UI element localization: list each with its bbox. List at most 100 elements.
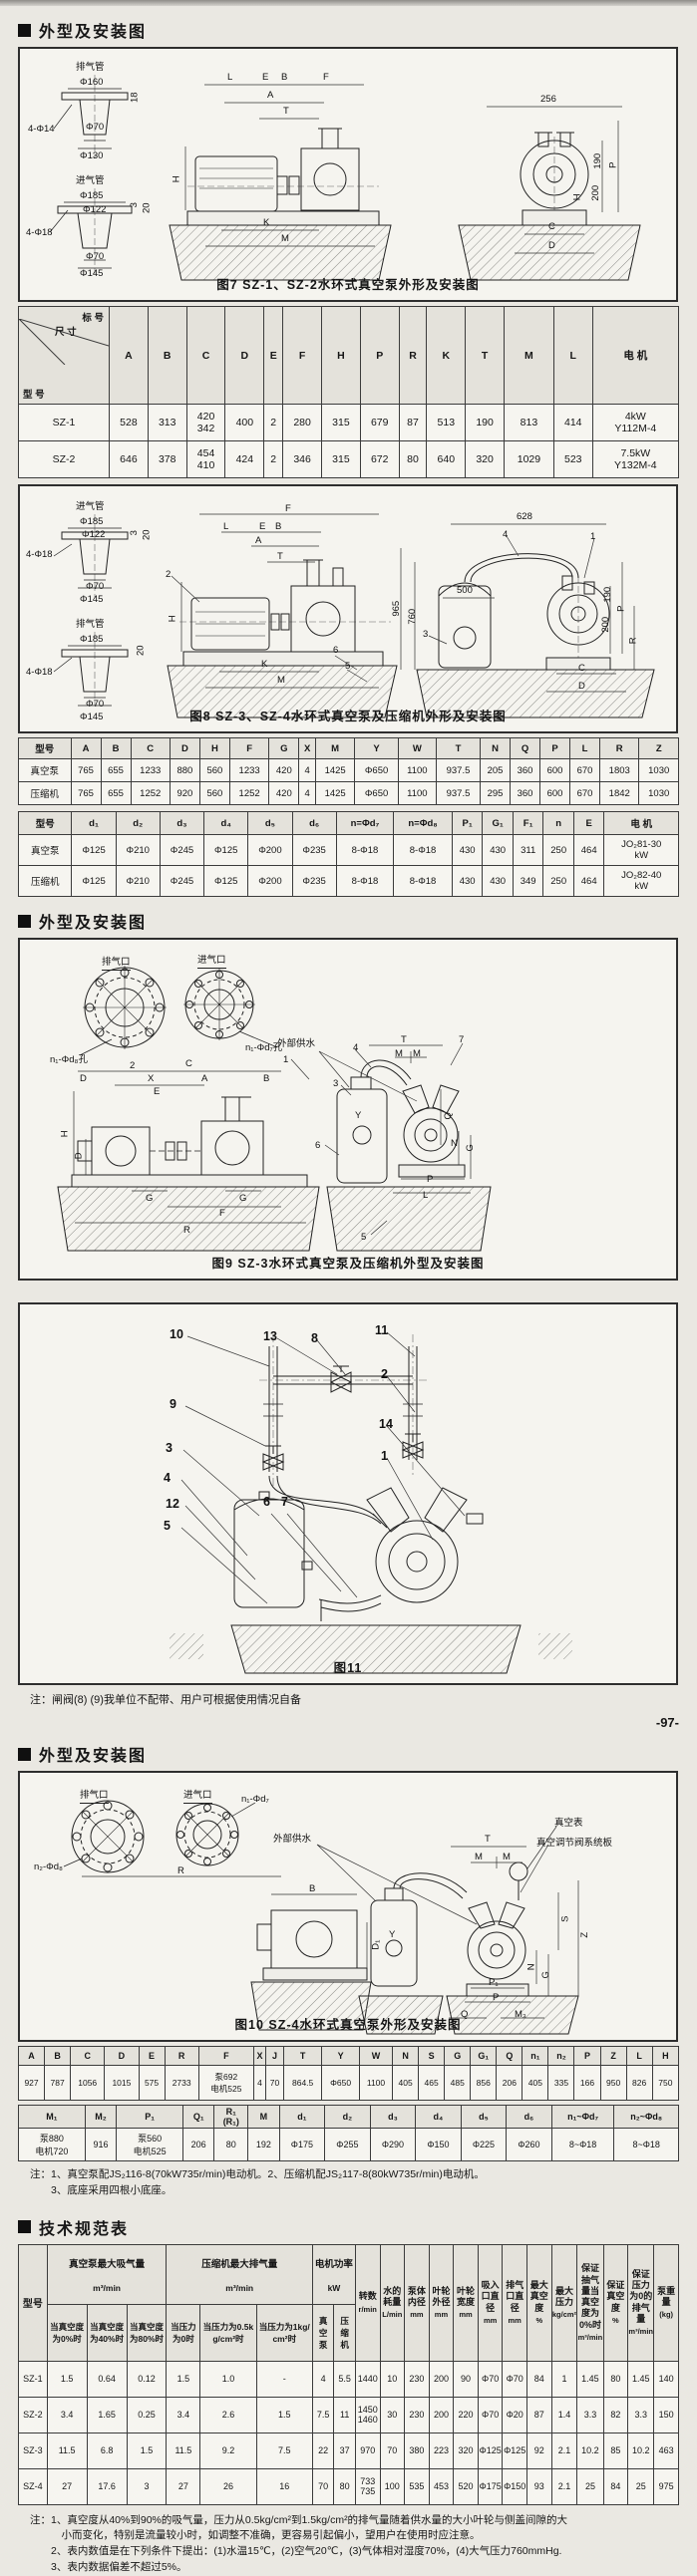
column-header: C bbox=[130, 737, 171, 759]
dimension-label: 3 bbox=[333, 1078, 339, 1089]
dimension-label: 11 bbox=[375, 1323, 389, 1337]
table-cell: 454 410 bbox=[185, 440, 226, 478]
table-cell: 4 bbox=[252, 2065, 267, 2101]
separator-and-pump bbox=[416, 553, 655, 718]
dimension-label: C bbox=[548, 221, 555, 232]
table-cell: 1100 bbox=[397, 758, 437, 782]
dimension-label: M bbox=[281, 233, 289, 244]
column-header: n=Φd₇ bbox=[335, 811, 395, 835]
table-cell: 335 bbox=[547, 2065, 575, 2101]
dimension-label: D bbox=[73, 1152, 85, 1160]
table-cell: Φ225 bbox=[460, 2128, 508, 2161]
figure9-drawing bbox=[57, 966, 492, 1252]
dimension-label: M bbox=[395, 1048, 403, 1059]
dimension-label: n₁-Φd₇孔 bbox=[245, 1042, 283, 1053]
column-header: S bbox=[418, 2046, 446, 2066]
dimension-label: D₁ bbox=[370, 1939, 382, 1950]
table-cell: 313 bbox=[147, 404, 187, 441]
table-cell: 206 bbox=[496, 2065, 523, 2101]
pump-side-view bbox=[167, 559, 398, 718]
table-cell: 360 bbox=[510, 758, 541, 782]
dimension-label: 进气口 bbox=[183, 1791, 212, 1804]
dimension-label: G bbox=[239, 1193, 247, 1204]
table-cell: 420 bbox=[268, 781, 300, 805]
dimension-label: D bbox=[548, 240, 555, 251]
table-cell: 2733 bbox=[164, 2065, 199, 2101]
dimension-label: Φ185 bbox=[80, 190, 104, 201]
table-cell: 37 bbox=[333, 2432, 356, 2469]
table-cell: Φ255 bbox=[324, 2128, 371, 2161]
table-cell: 87 bbox=[525, 2396, 552, 2433]
column-header: 当真空度为40%时 bbox=[86, 2303, 128, 2362]
table-cell: 230 bbox=[404, 2396, 430, 2433]
dimension-label: R bbox=[183, 1225, 190, 1236]
exhaust-pipe-section bbox=[53, 645, 129, 707]
table-cell: 975 bbox=[653, 2467, 679, 2505]
column-header: H bbox=[321, 306, 361, 405]
section-marker-icon bbox=[18, 1747, 31, 1761]
table-cell: Φ150 bbox=[415, 2128, 462, 2161]
table-cell: 8-Φ18 bbox=[393, 865, 453, 897]
dimension-label: 3 bbox=[128, 530, 140, 536]
section-marker-icon bbox=[18, 2220, 31, 2233]
table-cell: 7.5 bbox=[255, 2432, 313, 2469]
table-cell: 970 bbox=[354, 2432, 381, 2469]
table-cell: - bbox=[255, 2360, 313, 2398]
dimension-label: B bbox=[281, 72, 288, 83]
column-header: Y bbox=[321, 2046, 360, 2066]
intake-pipe-section bbox=[53, 527, 129, 589]
table-cell: 535 bbox=[404, 2467, 430, 2505]
table-cell: 1450 1460 bbox=[354, 2396, 381, 2433]
column-header: d₃ bbox=[369, 2105, 417, 2129]
column-header: F bbox=[228, 737, 270, 759]
dimension-label: Φ70 bbox=[86, 699, 105, 710]
column-header: 当压力为0时 bbox=[166, 2303, 201, 2362]
table-cell: Φ290 bbox=[369, 2128, 417, 2161]
column-header: d₄ bbox=[203, 811, 249, 835]
table-cell: 826 bbox=[625, 2065, 653, 2101]
column-header: W bbox=[358, 2046, 394, 2066]
table-cell: 315 bbox=[321, 404, 361, 441]
table-cell: 360 bbox=[510, 781, 541, 805]
table-cell: 1252 bbox=[130, 781, 171, 805]
table-cell: 30 bbox=[379, 2396, 406, 2433]
column-header: D bbox=[169, 737, 200, 759]
table-cell: 85 bbox=[602, 2432, 629, 2469]
diagonal-lines bbox=[18, 318, 110, 366]
dimension-label: 10 bbox=[170, 1327, 183, 1341]
dimension-label: T bbox=[401, 1034, 407, 1045]
flange-front-views bbox=[63, 1800, 256, 1873]
table-cell: 230 bbox=[404, 2360, 430, 2398]
table-cell: 2 bbox=[263, 440, 284, 478]
exhaust-pipe-section bbox=[53, 88, 129, 149]
table-cell: 3.3 bbox=[576, 2396, 604, 2433]
dimension-label: 760 bbox=[407, 608, 419, 625]
dimension-label: D bbox=[578, 681, 585, 692]
separator-and-pump-assembly bbox=[326, 1059, 492, 1252]
table-cell: 575 bbox=[138, 2065, 166, 2101]
table-cell: 2.1 bbox=[550, 2467, 578, 2505]
section-marker-icon bbox=[18, 23, 31, 37]
column-header: P₁ bbox=[116, 2105, 183, 2129]
table-cell: 250 bbox=[542, 834, 574, 866]
section-title: 外型及安装图 bbox=[39, 915, 148, 932]
table-cell: 864.5 bbox=[282, 2065, 323, 2101]
column-header: n₁~Φd₇ bbox=[550, 2105, 615, 2129]
column-header: n₂~Φd₈ bbox=[613, 2105, 679, 2129]
column-header: d₃ bbox=[159, 811, 205, 835]
table-cell: 80 bbox=[333, 2467, 356, 2505]
table-cell: 655 bbox=[100, 781, 132, 805]
column-header: H bbox=[198, 737, 230, 759]
dimension-label: E bbox=[262, 72, 269, 83]
dimension-label: 真空调节阀系统板 bbox=[536, 1838, 613, 1849]
table-cell: 1100 bbox=[397, 781, 437, 805]
dimension-label: 200 bbox=[590, 184, 602, 201]
column-group-header: 真空泵最大吸气量 m³/min bbox=[46, 2243, 168, 2305]
note-line: 小而变化，特别是流量较小时，如调整不准确，更容易引起偏小，望用户在使用时应注意。 bbox=[30, 2529, 481, 2542]
table-cell: Φ210 bbox=[115, 865, 161, 897]
dimension-label: 6 bbox=[333, 645, 339, 656]
